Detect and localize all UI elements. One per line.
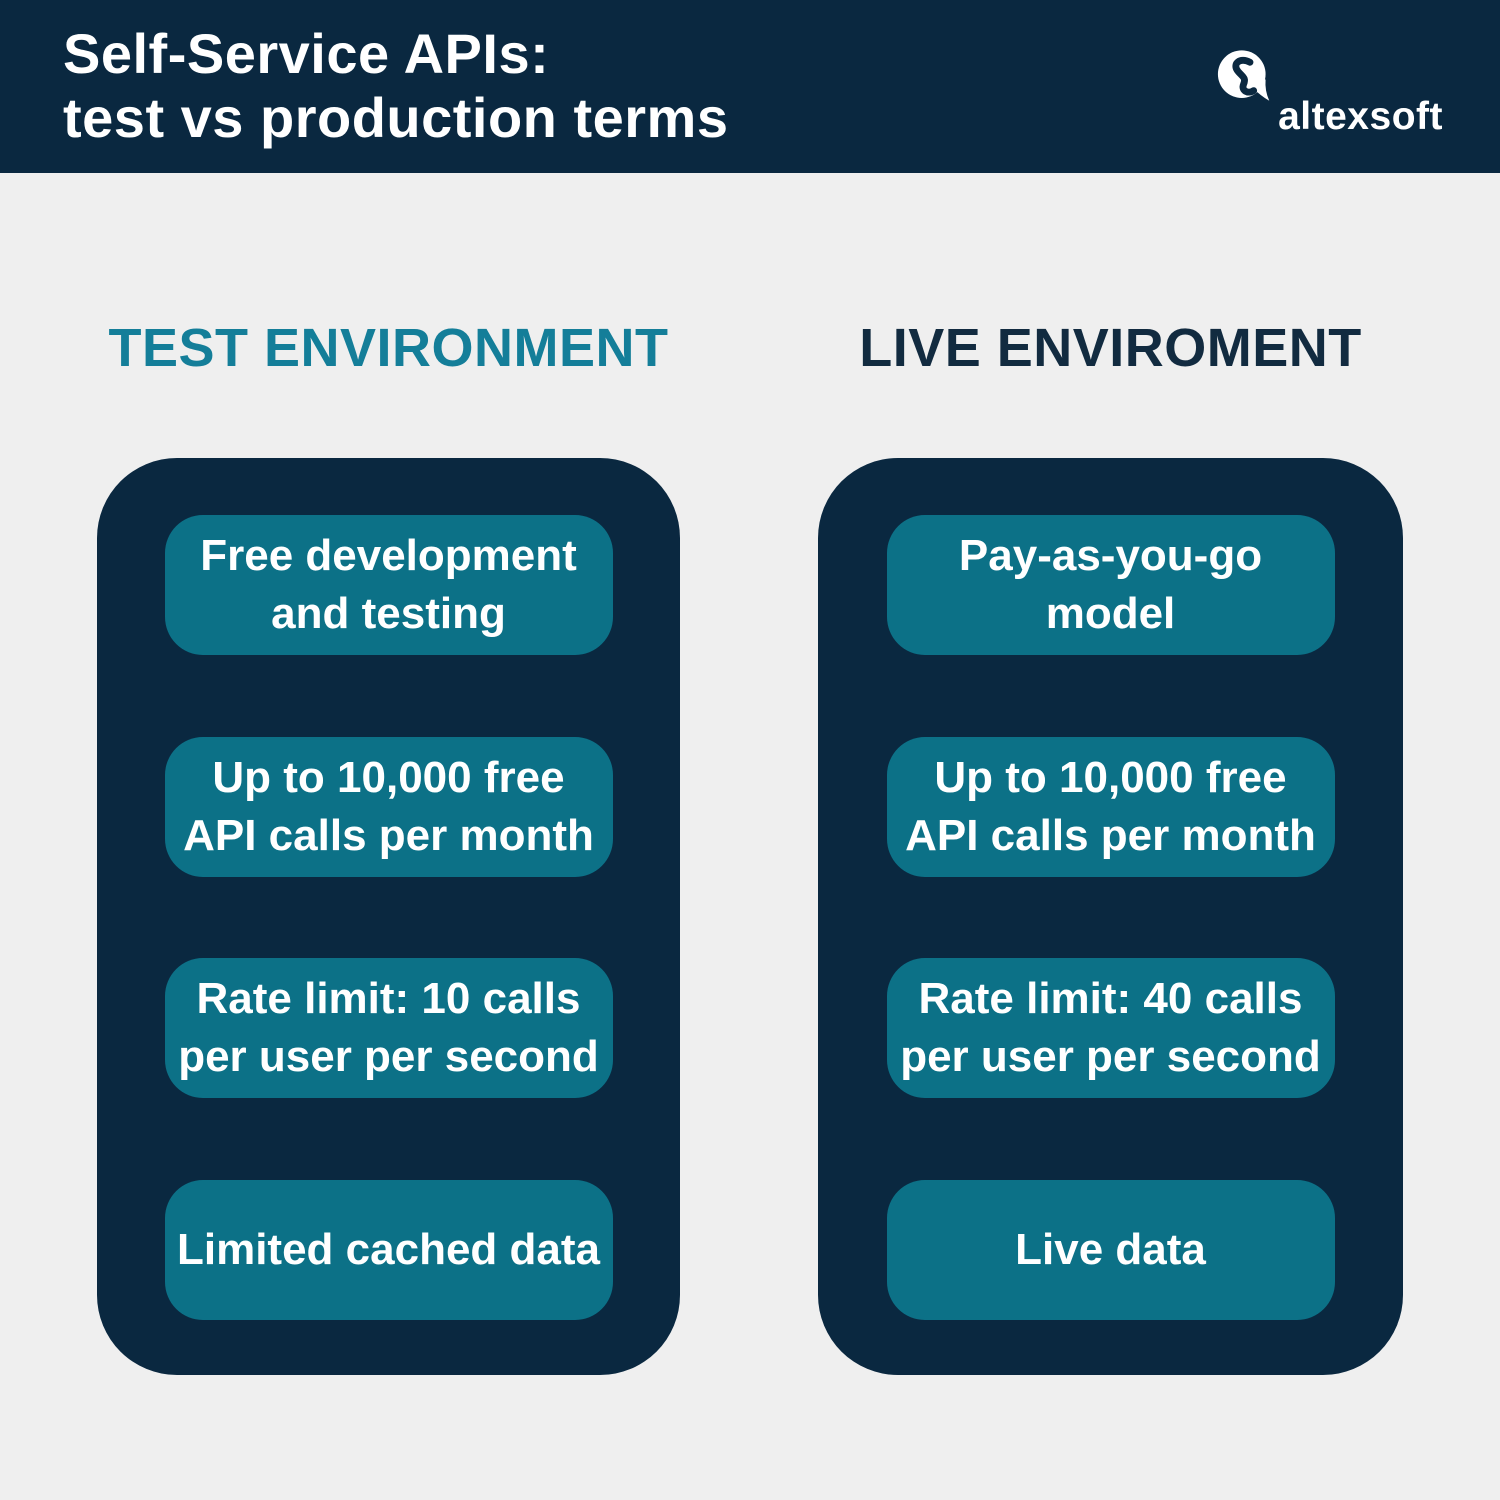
feature-card-cached-data: Limited cached data	[164, 1179, 613, 1320]
test-environment-heading: TEST ENVIRONMENT	[108, 318, 669, 378]
test-environment-panel: Free development and testing Up to 10,00…	[97, 458, 680, 1375]
feature-card-live-data: Live data	[886, 1179, 1335, 1320]
page-title-line-2: test vs production terms	[63, 86, 729, 149]
feature-card-free-api-calls-test: Up to 10,000 free API calls per month	[164, 736, 613, 877]
live-environment-panel: Pay-as-you-go model Up to 10,000 free AP…	[818, 458, 1403, 1375]
page-title-line-1: Self-Service APIs:	[63, 22, 550, 85]
altexsoft-wordmark: altexsoft	[1278, 95, 1443, 138]
page-title: Self-Service APIs: test vs production te…	[63, 22, 728, 150]
live-environment-heading: LIVE ENVIROMENT	[859, 318, 1362, 378]
feature-card-rate-limit-live: Rate limit: 40 calls per user per second	[886, 958, 1335, 1099]
feature-card-pay-as-you-go: Pay-as-you-go model	[886, 515, 1335, 655]
feature-card-rate-limit-test: Rate limit: 10 calls per user per second	[164, 958, 613, 1099]
altexsoft-logo: altexsoft	[1217, 47, 1443, 136]
altexsoft-logo-icon	[1218, 50, 1270, 101]
header-banner: Self-Service APIs: test vs production te…	[0, 0, 1500, 173]
feature-card-free-api-calls-live: Up to 10,000 free API calls per month	[886, 736, 1335, 877]
feature-card-free-development: Free development and testing	[164, 515, 613, 655]
